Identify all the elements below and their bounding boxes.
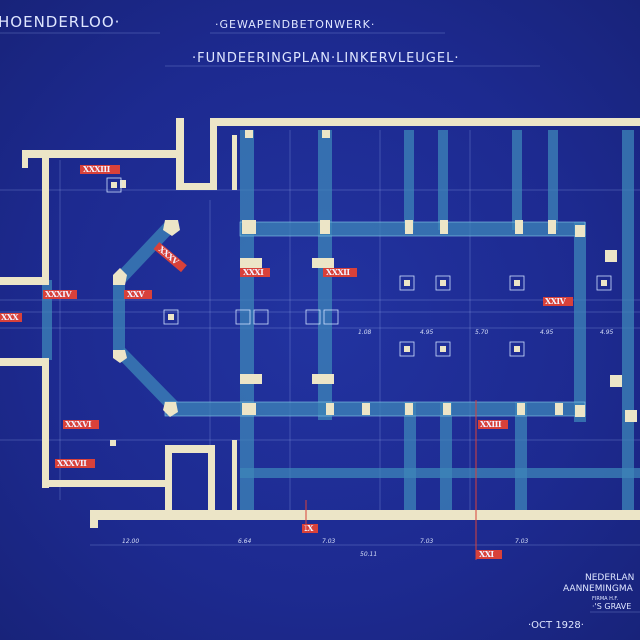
label-text: 4.95	[420, 329, 434, 336]
label-text: 12.00	[122, 538, 139, 545]
location-title: HOENDERLOO·	[0, 13, 120, 31]
pillars	[110, 130, 637, 446]
label-text: 4.95	[600, 329, 614, 336]
label-text: AANNEMINGMA	[563, 584, 634, 594]
drawing-date: ·OCT 1928·	[528, 620, 584, 631]
label-text: 4.95	[540, 329, 554, 336]
label-text: XXXVII	[57, 458, 87, 468]
label-text: XXXVI	[65, 419, 92, 429]
label-text: XXXII	[326, 267, 350, 277]
label-text: XXIV	[545, 296, 567, 306]
section-marker: XXIV	[543, 296, 573, 306]
section-marker: XXX	[0, 312, 22, 322]
section-marker: XXXVII	[55, 458, 95, 468]
label-text: XXI	[479, 549, 494, 559]
label-text: 7.03	[515, 538, 529, 545]
label-text: ·'S GRAVE	[592, 602, 631, 611]
section-marker: XXXIV	[43, 289, 77, 299]
label-text: XXIII	[480, 419, 502, 429]
label-text: 50.11	[360, 551, 377, 558]
label-text: FIRMA H.F.	[592, 596, 618, 602]
label-text: XXX	[1, 312, 19, 322]
dimension-labels: 12.00 6.64 7.03 7.03 7.03 50.11 4.95 5.7…	[122, 329, 614, 558]
foundation-walls	[0, 118, 640, 528]
section-markers: XXXIII XXXV XXXI XXXII XXXIV XXX XXV XXX…	[0, 164, 573, 560]
plan-title: ·FUNDEERINGPLAN·LINKERVLEUGEL·	[192, 51, 459, 66]
section-marker: IX	[302, 523, 318, 533]
label-text: 1.08	[358, 329, 372, 336]
title-block: NEDERLAN AANNEMINGMA FIRMA H.F. ·'S GRAV…	[528, 573, 640, 631]
section-marker: XXIII	[478, 419, 508, 429]
section-marker: XXXII	[323, 267, 357, 277]
section-marker: XXXIII	[80, 164, 120, 174]
section-marker: XXXV	[153, 242, 187, 273]
label-text: XXV	[127, 289, 145, 299]
label-text: 7.03	[420, 538, 434, 545]
label-text: 5.70	[475, 329, 489, 336]
label-text: 6.64	[238, 538, 252, 545]
section-marker: XXXI	[240, 267, 270, 277]
section-marker: XXXVI	[63, 419, 99, 429]
label-text: NEDERLAN	[585, 573, 634, 583]
label-text: 7.03	[322, 538, 336, 545]
label-text: XXXIV	[45, 289, 72, 299]
section-marker: XXV	[124, 289, 152, 299]
label-text: XXXI	[243, 267, 264, 277]
footing-pads	[106, 177, 612, 357]
label-text: IX	[304, 523, 314, 533]
subtitle: ·GEWAPENDBETONWERK·	[215, 18, 375, 31]
foundation-beams	[42, 130, 640, 520]
label-text: XXXIII	[83, 164, 111, 174]
section-marker: XXI	[476, 549, 502, 559]
